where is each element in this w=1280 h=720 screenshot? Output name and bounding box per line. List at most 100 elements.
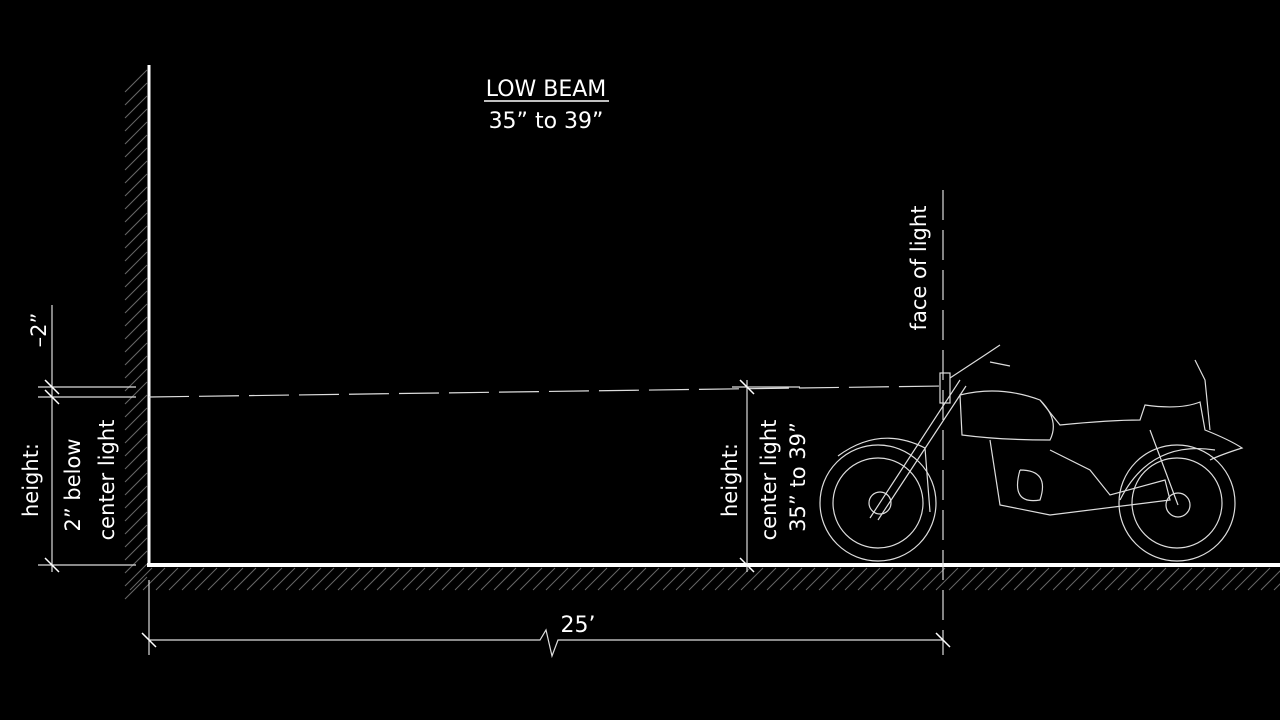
hatch-stroke (1065, 567, 1089, 591)
hatch-stroke (948, 567, 972, 591)
hatch-stroke (124, 368, 148, 392)
hatch-stroke (124, 524, 148, 548)
hatch-stroke (124, 147, 148, 171)
hatch-stroke (1221, 567, 1245, 591)
hatch-stroke (727, 567, 751, 591)
hatch-stroke (636, 567, 660, 591)
hatch-stroke (124, 69, 148, 93)
distance-label: 25’ (561, 613, 596, 638)
hatch-stroke (974, 567, 998, 591)
hatch-stroke (124, 485, 148, 509)
hatch-stroke (1182, 567, 1206, 591)
hatch-stroke (124, 290, 148, 314)
bike-height-line1: center light (757, 420, 781, 541)
hatch-stroke (124, 277, 148, 301)
hatch-stroke (571, 567, 595, 591)
hatch-stroke (1000, 567, 1024, 591)
hatch-stroke (389, 567, 413, 591)
hatch-stroke (753, 567, 777, 591)
hatch-stroke (701, 567, 725, 591)
hatch-stroke (688, 567, 712, 591)
hatch-stroke (1104, 567, 1128, 591)
hatch-stroke (124, 550, 148, 574)
hatch-stroke (124, 121, 148, 145)
ground-hatch (129, 567, 1280, 591)
hatch-stroke (792, 567, 816, 591)
hatch-stroke (124, 394, 148, 418)
hatch-stroke (1052, 567, 1076, 591)
hatch-stroke (124, 329, 148, 353)
hatch-stroke (818, 567, 842, 591)
hatch-stroke (480, 567, 504, 591)
title-line1: LOW BEAM (486, 77, 607, 102)
hatch-stroke (298, 567, 322, 591)
hatch-stroke (124, 511, 148, 535)
hatch-stroke (194, 567, 218, 591)
hatch-stroke (124, 199, 148, 223)
hatch-stroke (124, 498, 148, 522)
offset-label: –2” (27, 313, 51, 348)
hatch-stroke (675, 567, 699, 591)
hatch-stroke (124, 186, 148, 210)
hatch-stroke (124, 264, 148, 288)
hatch-stroke (454, 567, 478, 591)
hatch-stroke (1143, 567, 1167, 591)
hatch-stroke (545, 567, 569, 591)
hatch-stroke (168, 567, 192, 591)
hatch-stroke (155, 567, 179, 591)
hatch-stroke (124, 316, 148, 340)
hatch-stroke (272, 567, 296, 591)
wall-height-label: height: (19, 443, 43, 517)
hatch-stroke (1078, 567, 1102, 591)
hatch-stroke (124, 446, 148, 470)
hatch-stroke (441, 567, 465, 591)
hatch-stroke (124, 420, 148, 444)
hatch-stroke (124, 251, 148, 275)
hatch-stroke (124, 342, 148, 366)
hatch-stroke (124, 82, 148, 106)
hatch-stroke (402, 567, 426, 591)
hatch-stroke (142, 567, 166, 591)
hatch-stroke (714, 567, 738, 591)
hatch-stroke (922, 567, 946, 591)
hatch-stroke (233, 567, 257, 591)
hatch-stroke (129, 567, 153, 591)
hatch-stroke (467, 567, 491, 591)
bike-height-dimension (732, 379, 800, 573)
hatch-stroke (285, 567, 309, 591)
hatch-stroke (1273, 583, 1280, 591)
hatch-stroke (1208, 567, 1232, 591)
wall-height-line1: 2” below (61, 438, 85, 531)
hatch-stroke (350, 567, 374, 591)
hatch-stroke (124, 108, 148, 132)
hatch-stroke (1195, 567, 1219, 591)
hatch-stroke (597, 567, 621, 591)
hatch-stroke (766, 567, 790, 591)
hatch-stroke (1169, 567, 1193, 591)
wall-height-line2: center light (95, 420, 119, 541)
hatch-stroke (584, 567, 608, 591)
hatch-stroke (207, 567, 231, 591)
hatch-stroke (1234, 567, 1258, 591)
hatch-stroke (961, 567, 985, 591)
hatch-stroke (1247, 567, 1271, 591)
hatch-stroke (935, 567, 959, 591)
hatch-stroke (363, 567, 387, 591)
hatch-stroke (124, 537, 148, 561)
hatch-stroke (623, 567, 647, 591)
hatch-stroke (124, 459, 148, 483)
hatch-stroke (857, 567, 881, 591)
wall-height-dimension (38, 305, 136, 573)
hatch-stroke (124, 563, 148, 587)
hatch-stroke (220, 567, 244, 591)
hatch-stroke (493, 567, 517, 591)
hatch-stroke (896, 567, 920, 591)
title-line2: 35” to 39” (489, 109, 604, 134)
hatch-stroke (124, 238, 148, 262)
distance-dimension (141, 580, 951, 659)
hatch-stroke (610, 567, 634, 591)
hatch-stroke (124, 225, 148, 249)
hatch-stroke (649, 567, 673, 591)
hatch-stroke (246, 567, 270, 591)
